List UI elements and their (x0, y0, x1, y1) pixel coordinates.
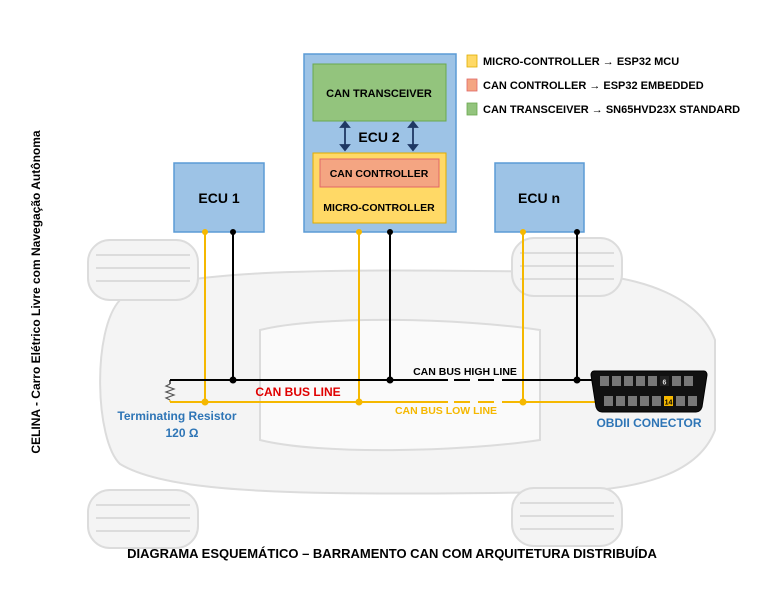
ecu-2-label: ECU 2 (358, 129, 399, 145)
can-controller-box (319, 158, 440, 188)
can-controller-label: CAN CONTROLLER (330, 168, 429, 180)
legend-item-transceiver: CAN TRANSCEIVER → SN65HVD23X STANDARD (483, 104, 740, 116)
diagram-title: DIAGRAMA ESQUEMÁTICO – BARRAMENTO CAN CO… (127, 546, 657, 561)
can-bus-line-label: CAN BUS LINE (255, 385, 340, 399)
ecu-1: ECU 1 (173, 162, 265, 233)
terminating-resistor (164, 380, 176, 402)
legend-swatch-transceiver (466, 102, 478, 116)
ecu-drop-lines (204, 232, 578, 402)
obdii-label: OBDII CONECTOR (596, 416, 701, 430)
legend-item-mcu: MICRO-CONTROLLER → ESP32 MCU (483, 56, 679, 68)
can-high-line-label: CAN BUS HIGH LINE (413, 366, 517, 378)
car-outline (87, 237, 716, 549)
obdii-pin-6: 6 (663, 380, 667, 387)
legend-swatch-controller (466, 78, 478, 92)
resistor-value-label: 120 Ω (166, 426, 199, 440)
obdii-connector: 6 14 (590, 370, 708, 413)
ecu-n: ECU n (494, 162, 585, 233)
micro-controller-label: MICRO-CONTROLLER (323, 202, 435, 214)
obdii-pin-14: 14 (665, 400, 673, 407)
can-transceiver-label: CAN TRANSCEIVER (326, 88, 432, 100)
ecu-2-arrows (339, 120, 419, 152)
can-transceiver-box (312, 63, 447, 122)
obdii-pins-top (600, 376, 693, 386)
legend: MICRO-CONTROLLER → ESP32 MCU CAN CONTROL… (466, 54, 740, 116)
resistor-label: Terminating Resistor (117, 409, 236, 423)
obdii-pins-bottom (604, 396, 697, 406)
ecu-n-label: ECU n (518, 190, 560, 206)
legend-swatch-mcu (466, 54, 478, 68)
side-caption: CELINA - Carro Elétrico Livre com Navega… (29, 130, 43, 454)
ecu-2: CAN TRANSCEIVER ECU 2 CAN CONTROLLER MIC… (303, 53, 457, 233)
legend-item-controller: CAN CONTROLLER → ESP32 EMBEDDED (483, 80, 704, 92)
ecu-1-label: ECU 1 (198, 190, 239, 206)
can-low-line-label: CAN BUS LOW LINE (395, 405, 497, 417)
